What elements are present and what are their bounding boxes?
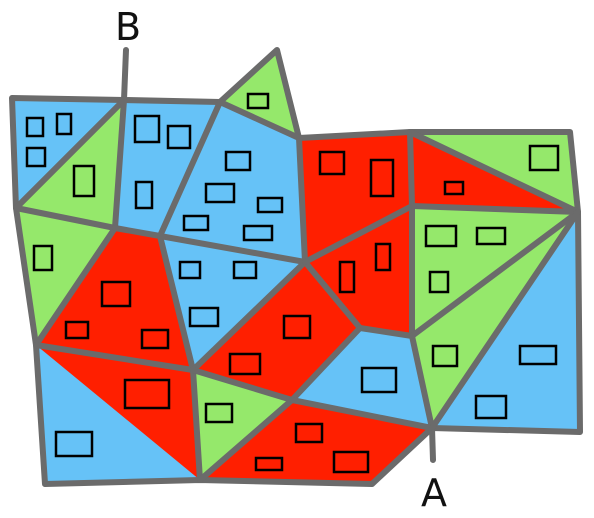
building (204, 182, 236, 204)
building (100, 280, 132, 308)
building (140, 328, 170, 350)
building (133, 114, 161, 144)
building (178, 260, 202, 280)
building (256, 196, 284, 214)
building (188, 306, 220, 328)
region-blue (115, 100, 220, 236)
building (428, 270, 450, 294)
building (32, 244, 54, 272)
building (64, 320, 90, 340)
building (182, 214, 210, 232)
building (518, 344, 558, 366)
edge (9, 47, 583, 487)
edge (112, 97, 127, 231)
building (54, 430, 94, 458)
building (224, 150, 252, 172)
building (123, 378, 171, 410)
building (424, 224, 458, 248)
edge (197, 397, 295, 483)
building (254, 456, 284, 472)
edge (13, 97, 127, 211)
region-green (16, 208, 115, 345)
region-red (299, 132, 412, 262)
building (369, 158, 395, 198)
building (528, 144, 560, 172)
buildings (25, 92, 560, 474)
edge (217, 99, 308, 265)
building (25, 146, 47, 168)
region-blue (160, 236, 305, 370)
edge (33, 225, 196, 373)
region-green (193, 370, 292, 480)
edge (429, 209, 581, 431)
building (443, 180, 465, 196)
building (360, 366, 398, 394)
building (204, 402, 234, 424)
label-b: B (115, 5, 141, 49)
building (246, 92, 270, 110)
edge-stub-a (429, 425, 436, 463)
building (242, 224, 274, 242)
edges (9, 47, 583, 487)
building (338, 260, 356, 294)
edge (409, 209, 581, 339)
edge (157, 99, 308, 373)
building (332, 450, 370, 474)
building (475, 226, 507, 246)
building (294, 422, 324, 444)
label-a: A (421, 471, 447, 515)
region-red (193, 262, 360, 400)
edge-stub-b (121, 47, 129, 103)
building (232, 260, 258, 280)
building (282, 314, 312, 340)
building (134, 180, 154, 210)
building (55, 112, 73, 136)
region-red (305, 206, 412, 336)
region-green (16, 100, 124, 228)
building (72, 164, 96, 198)
building (25, 116, 45, 138)
edge (190, 367, 203, 483)
edge (289, 325, 435, 431)
building (474, 394, 508, 420)
building (166, 124, 192, 150)
region-green (412, 212, 578, 428)
region-red (36, 228, 193, 370)
building (374, 242, 392, 272)
building (228, 352, 262, 376)
edge (190, 259, 363, 403)
building (318, 150, 346, 176)
building (431, 344, 459, 368)
region-blue (160, 102, 305, 262)
